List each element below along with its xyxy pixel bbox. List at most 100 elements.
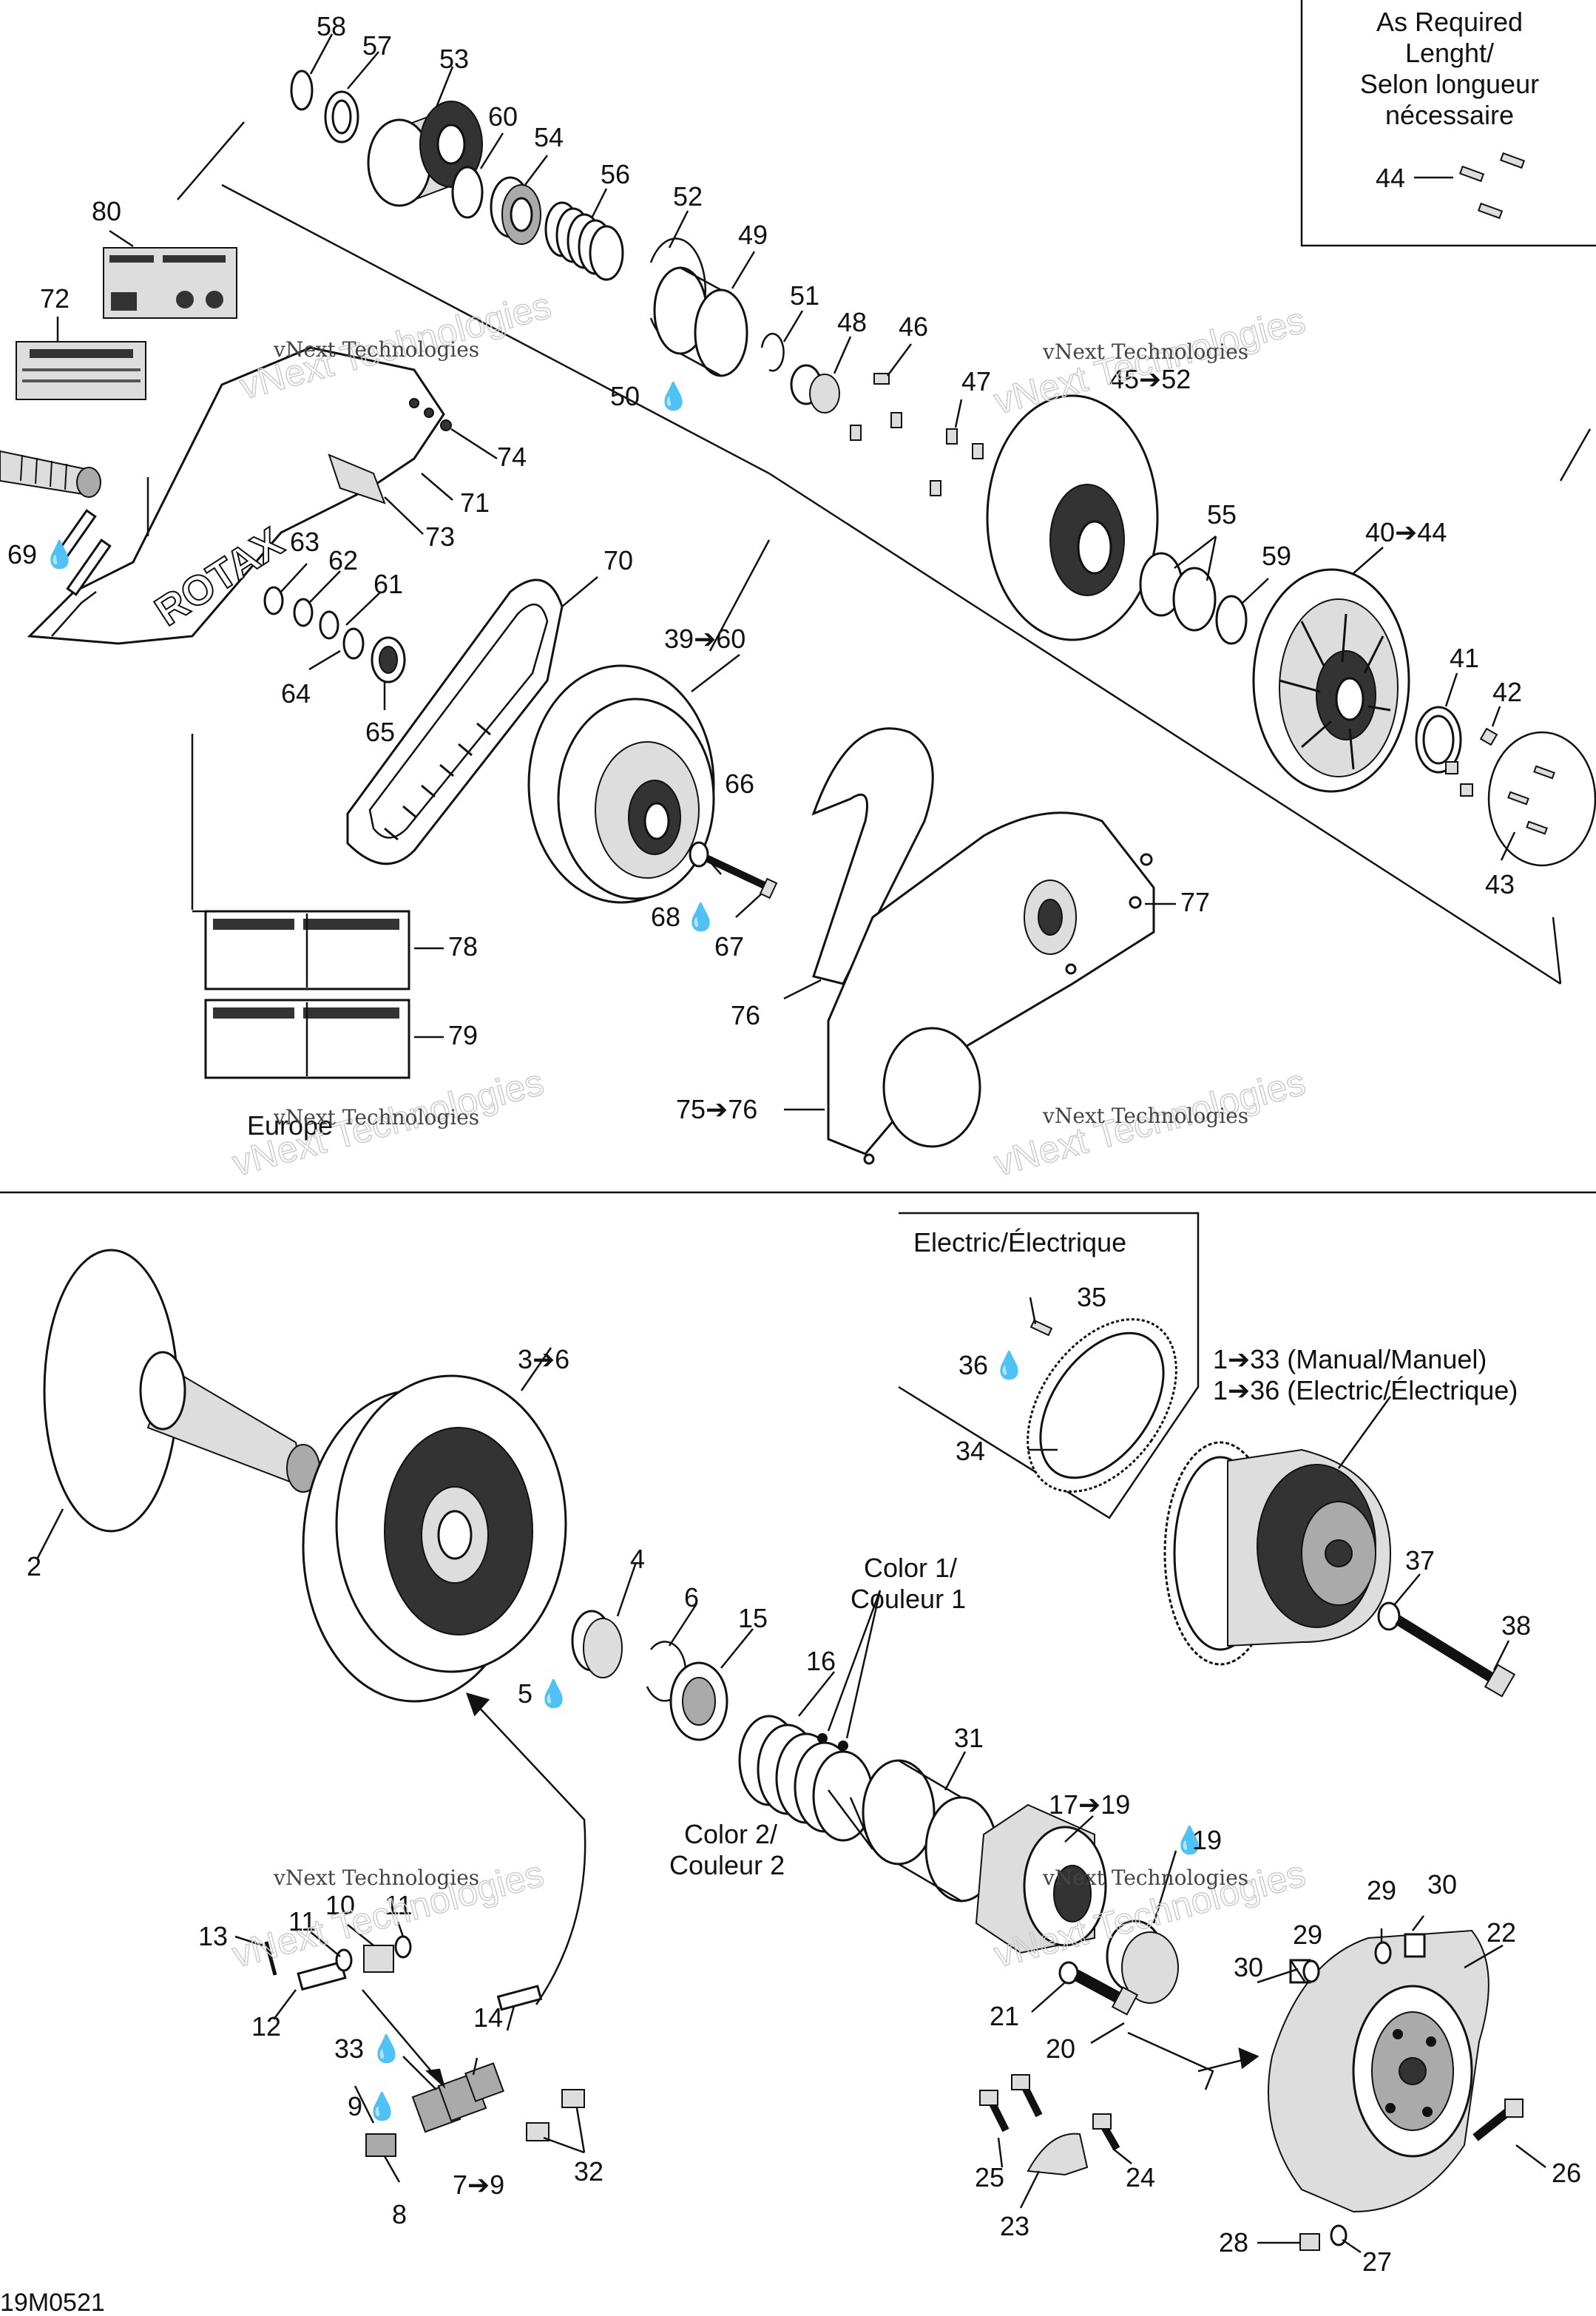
label-29a: 29 [1367, 1875, 1396, 1905]
bottom-labels: 35 36 💧 34 1➔33 (Manual/Manuel) 1➔36 (El… [0, 1282, 1581, 2316]
oil-drop-19-icon: 💧 [1173, 1825, 1206, 1855]
washer-77 [1129, 896, 1142, 909]
label-26: 26 [1552, 2158, 1581, 2188]
as-required-box: As Required Lenght/ Selon longueur néces… [1300, 0, 1596, 247]
label-5: 5 [518, 1678, 532, 1709]
o-ring-60 [451, 166, 484, 219]
parts-4-6-15 [571, 1610, 728, 1741]
clip-51 [760, 332, 785, 372]
drive-belt-70 [346, 578, 564, 865]
oil-drop-50-icon: 💧 [657, 381, 690, 411]
electric-box: Electric/Électrique [898, 1212, 1200, 1519]
bushing-48 [790, 364, 840, 413]
crankshaft-69 [0, 450, 101, 498]
kit-manual-label: 1➔33 (Manual/Manuel) [1213, 1344, 1487, 1374]
label-76: 76 [731, 1000, 760, 1030]
screws-46-47 [850, 373, 984, 496]
label-80: 80 [92, 196, 121, 226]
label-30b: 30 [1234, 1952, 1263, 1982]
color2-a: Color 2/ [684, 1819, 777, 1849]
roller-assembly-7-14 [264, 1935, 585, 2157]
label-12: 12 [251, 2011, 281, 2042]
assembly-frame [177, 121, 1592, 985]
label-75-76: 75➔76 [676, 1094, 757, 1124]
washer-37 [1377, 1601, 1401, 1631]
label-65: 65 [365, 717, 395, 747]
washer-11 [335, 1948, 353, 1972]
label-2: 2 [27, 1551, 41, 1581]
screw-74 [440, 419, 452, 431]
fixed-sheave-45-52 [986, 394, 1248, 645]
bolt-67 [704, 854, 771, 891]
label-8: 8 [392, 2199, 407, 2229]
bushing-8 [365, 2133, 396, 2157]
label-78: 78 [448, 931, 478, 962]
as-required-line2: Lenght/ [1405, 38, 1494, 68]
label-24: 24 [1126, 2162, 1155, 2192]
screw-35 [1029, 1319, 1053, 1337]
label-35: 35 [1077, 1282, 1106, 1312]
label-57: 57 [362, 30, 392, 61]
label-34: 34 [956, 1436, 985, 1466]
label-77: 77 [1180, 887, 1210, 917]
label-48: 48 [837, 307, 867, 337]
label-68: 68 [651, 902, 680, 932]
label-53: 53 [439, 44, 469, 74]
label-25: 25 [975, 2162, 1004, 2192]
leader-lines-top [56, 33, 1516, 1111]
label-46: 46 [899, 311, 928, 342]
label-59: 59 [1262, 541, 1291, 571]
diagram-code: 19M0521 [0, 2289, 105, 2316]
ring-gear-34 [1027, 1318, 1177, 1493]
label-73: 73 [425, 521, 455, 552]
label-58: 58 [317, 11, 346, 41]
label-28: 28 [1219, 2227, 1248, 2258]
label-10: 10 [325, 1890, 355, 1920]
screw-32b [561, 2089, 585, 2108]
as-required-line4: nécessaire [1385, 100, 1514, 130]
label-43: 43 [1485, 869, 1515, 899]
decals-78-79 [204, 910, 410, 1079]
label-14: 14 [473, 2002, 503, 2033]
cover-75-76 [811, 727, 1155, 1165]
as-required-line3: Selon longueur [1360, 69, 1539, 99]
label-19: 19 [1192, 1825, 1222, 1855]
label-15: 15 [738, 1603, 768, 1633]
watermark-5: vNext Technologies [273, 1866, 479, 1890]
oil-drop-69-icon: 💧 [43, 539, 76, 570]
label-36: 36 [958, 1350, 988, 1380]
label-54: 54 [534, 122, 564, 152]
bushing-54 [490, 176, 541, 245]
watermark-1: vNext Technologies [273, 337, 479, 362]
washer-29b [1374, 1941, 1392, 1965]
europe-label: Europe [247, 1110, 333, 1141]
washer-11b [394, 1935, 412, 1959]
label-51: 51 [790, 280, 819, 311]
bracket-73 [328, 453, 386, 504]
nut-42 [1479, 727, 1498, 746]
oil-drop-36-icon: 💧 [993, 1350, 1026, 1380]
label-22: 22 [1487, 1917, 1516, 1948]
washer-27 [1330, 2224, 1348, 2246]
washer-29 [1302, 1959, 1320, 1983]
label-70: 70 [603, 545, 633, 575]
label-23: 23 [1000, 2211, 1029, 2241]
label-79: 79 [448, 1020, 478, 1050]
drive-pulley-cap-parts [290, 70, 840, 413]
label-20: 20 [1046, 2033, 1075, 2064]
governor-cup-22 [1268, 1929, 1524, 2251]
label-37: 37 [1405, 1545, 1435, 1576]
label-52: 52 [673, 181, 703, 212]
label-30a: 30 [1427, 1869, 1457, 1900]
sleeve-31 [862, 1759, 998, 1903]
label-42: 42 [1492, 677, 1522, 707]
leader-lines-bottom [35, 1297, 1546, 2254]
label-71: 71 [460, 487, 490, 518]
watermark-6: vNext Technologies [1042, 1866, 1248, 1890]
label-39-60: 39➔60 [664, 624, 745, 654]
oil-drop-68-icon: 💧 [684, 902, 717, 932]
sleeve-49 [653, 266, 748, 377]
bolt-38 [1395, 1616, 1497, 1684]
top-labels: 58 57 53 60 54 56 52 49 51 48 46 47 50 💧… [7, 11, 1522, 1141]
